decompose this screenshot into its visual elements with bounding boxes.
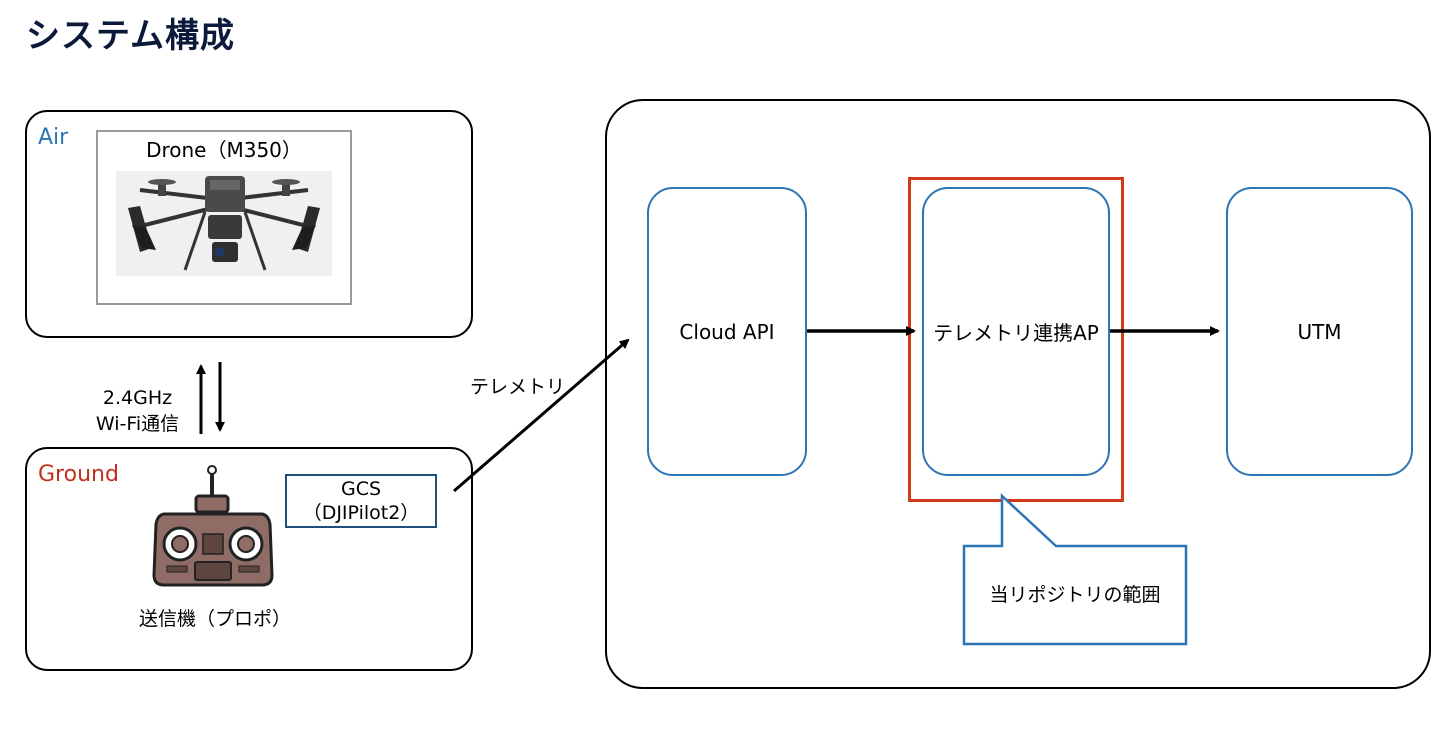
page-title: システム構成 (26, 16, 235, 56)
telemetry-ap-label: テレメトリ連携AP (933, 321, 1099, 345)
drone-label: Drone（M350） (146, 138, 302, 162)
telemetry-arrow (453, 338, 630, 493)
telemetry-label: テレメトリ (470, 376, 566, 398)
link-line2: Wi-Fi通信 (95, 413, 180, 435)
gcs-line1: GCS (340, 478, 382, 500)
air-label: Air (38, 125, 69, 150)
callout-bubble (962, 493, 1188, 646)
cloud-api-label: Cloud API (679, 319, 775, 344)
gcs-line2: （DJIPilot2） (302, 502, 420, 524)
cloud-api-box: Cloud API (647, 187, 807, 476)
utm-label: UTM (1297, 319, 1342, 344)
controller-label: 送信機（プロポ） (138, 608, 291, 630)
repository-scope-highlight (908, 177, 1124, 502)
telemetry-ap-box: テレメトリ連携AP (922, 187, 1110, 476)
ground-label: Ground (38, 462, 119, 487)
drone-icon (128, 176, 320, 271)
utm-box: UTM (1226, 187, 1413, 476)
callout-text: 当リポジトリの範囲 (989, 584, 1161, 606)
gcs-box (285, 474, 437, 528)
controller-icon (152, 465, 274, 587)
link-line1: 2.4GHz (102, 387, 173, 409)
